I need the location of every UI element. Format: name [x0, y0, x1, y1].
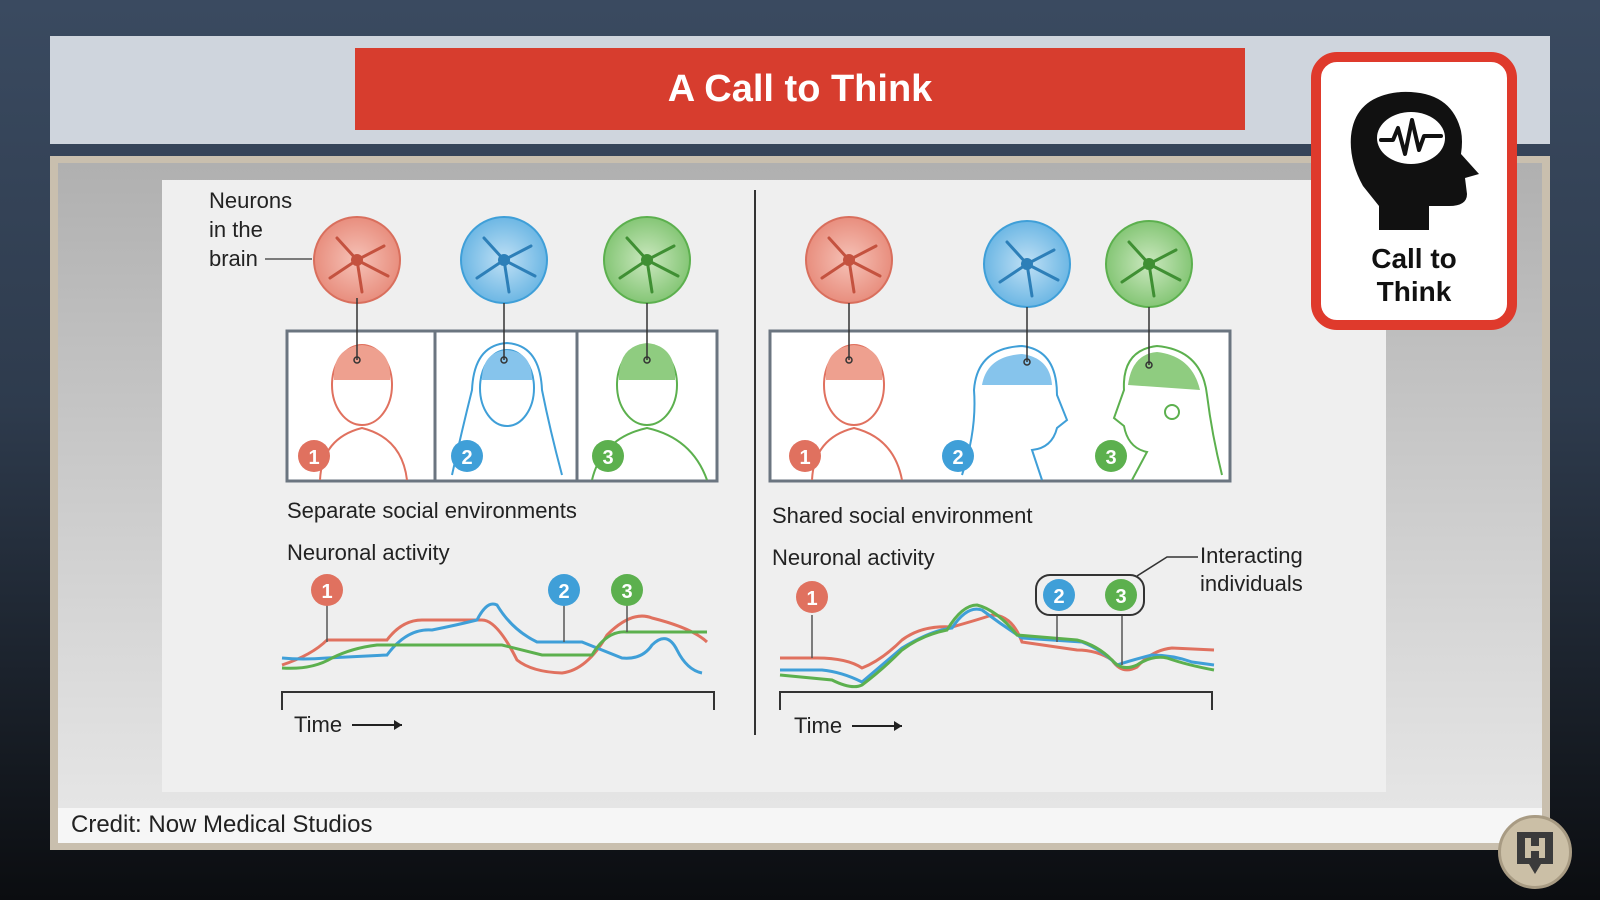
- left-time-axis: Time: [281, 691, 715, 737]
- svg-text:2: 2: [461, 447, 472, 469]
- interacting-individuals-label: Interacting individuals: [1200, 543, 1303, 596]
- page-title: A Call to Think: [355, 48, 1245, 130]
- svg-text:3: 3: [1105, 447, 1116, 469]
- marker-2-left: 2: [548, 574, 580, 606]
- left-activity-label: Neuronal activity: [287, 540, 450, 565]
- card-label: Call to Think: [1371, 243, 1457, 307]
- shared-environment-box: 1 2 3: [768, 303, 1232, 483]
- right-time-axis: Time: [779, 691, 1213, 738]
- svg-text:Time: Time: [294, 712, 342, 737]
- individual-box-1-left: 1: [285, 298, 437, 483]
- credit-line: Credit: Now Medical Studios: [58, 808, 1542, 843]
- right-heading: Shared social environment: [772, 503, 1032, 528]
- svg-text:Interacting: Interacting: [1200, 543, 1303, 568]
- trace-blue-left: [281, 602, 703, 675]
- neurons-label: Neurons in the brain: [209, 188, 292, 271]
- logo-badge: [1498, 815, 1572, 889]
- individual-box-3-left: 3: [575, 303, 719, 483]
- svg-text:Neurons: Neurons: [209, 188, 292, 213]
- svg-text:individuals: individuals: [1200, 571, 1303, 596]
- svg-text:Time: Time: [794, 713, 842, 738]
- neuron-circle-3-right: [1105, 220, 1193, 308]
- svg-text:2: 2: [1053, 586, 1064, 608]
- marker-3-right: 3: [1105, 579, 1137, 611]
- trace-blue-right: [780, 607, 1215, 684]
- svg-text:3: 3: [621, 581, 632, 603]
- interacting-group-outline: [1035, 574, 1145, 616]
- call-to-think-card: Call to Think: [1311, 52, 1517, 330]
- trace-red-right: [780, 613, 1215, 672]
- trace-red-left: [281, 614, 709, 675]
- head-brain-activity-icon: [1350, 91, 1479, 230]
- neuron-circle-2-right: [983, 220, 1071, 308]
- neuron-circle-1-right: [805, 216, 893, 304]
- trace-green-right: [779, 603, 1215, 689]
- h-logo-icon: [1517, 832, 1553, 874]
- trace-green-left: [281, 630, 707, 670]
- marker-3-left: 3: [611, 574, 643, 606]
- left-activity-traces: [281, 602, 709, 675]
- svg-text:2: 2: [952, 447, 963, 469]
- left-heading: Separate social environments: [287, 498, 577, 523]
- svg-text:in the: in the: [209, 217, 263, 242]
- marker-1-right: 1: [796, 581, 828, 613]
- right-activity-label: Neuronal activity: [772, 545, 935, 570]
- svg-text:3: 3: [1115, 586, 1126, 608]
- neuron-circle-1-left: [313, 216, 401, 304]
- svg-text:1: 1: [799, 447, 810, 469]
- marker-2-right: 2: [1043, 579, 1075, 611]
- neuron-circle-3-left: [603, 216, 691, 304]
- neuron-circle-2-left: [460, 216, 548, 304]
- diagram-panel: Neurons in the brain 1: [162, 180, 1386, 792]
- svg-text:1: 1: [321, 581, 332, 603]
- svg-text:brain: brain: [209, 246, 258, 271]
- svg-text:1: 1: [308, 447, 319, 469]
- svg-text:1: 1: [806, 588, 817, 610]
- marker-1-left: 1: [311, 574, 343, 606]
- right-activity-traces: [779, 603, 1215, 689]
- svg-text:3: 3: [602, 447, 613, 469]
- svg-text:2: 2: [558, 581, 569, 603]
- individual-box-2-left: 2: [433, 303, 579, 483]
